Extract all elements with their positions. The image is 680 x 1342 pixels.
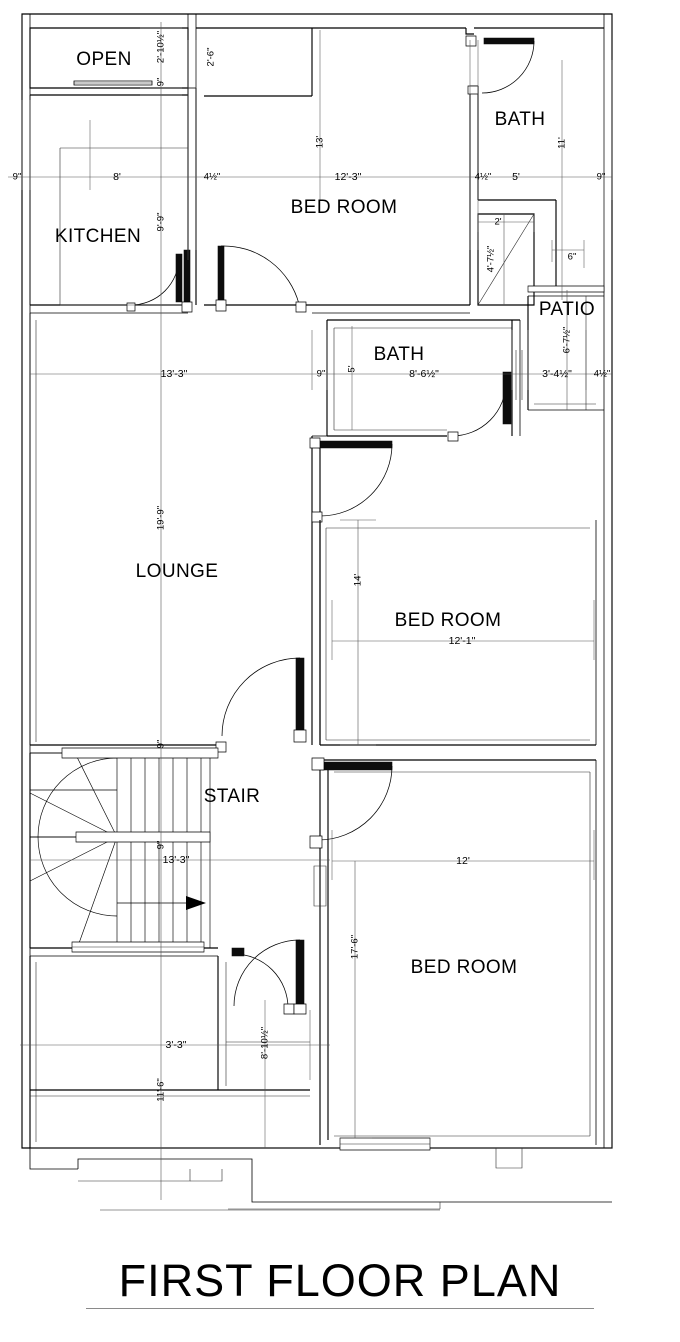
dim-bottom-133: 3'-3" bbox=[166, 1039, 187, 1051]
bedroom-3 bbox=[233, 757, 597, 1151]
dimension-texts: 2'-10½" 9" 2'-6" 9" 8' 9'-9" 12'-3" 13' … bbox=[13, 31, 611, 1102]
room-label-patio: PATIO bbox=[539, 299, 595, 320]
dim-open-height: 2'-10½" bbox=[156, 31, 167, 63]
dim-bedroom2-depth: 14' bbox=[353, 574, 364, 587]
dim-top-26: 2'-6" bbox=[206, 48, 217, 67]
dim-patio-width: 3'-4½" bbox=[542, 368, 572, 380]
dim-bedroom3-depth: 17'-6" bbox=[350, 935, 361, 959]
dim-niche-width: 2' bbox=[494, 217, 501, 228]
dim-patio-wall: 4½" bbox=[594, 369, 611, 380]
title-underline bbox=[86, 1307, 594, 1309]
room-label-kitchen: KITCHEN bbox=[55, 226, 141, 247]
room-label-lounge: LOUNGE bbox=[136, 561, 219, 582]
dim-bath1-width: 5' bbox=[512, 171, 520, 183]
stair-assembly bbox=[29, 747, 219, 957]
room-label-bedroom2: BED ROOM bbox=[395, 610, 502, 631]
bath-2 bbox=[326, 319, 523, 442]
room-label-bedroom3: BED ROOM bbox=[411, 957, 518, 978]
dim-lounge-width: 13'-3" bbox=[161, 368, 188, 380]
dim-bedroom3-width: 12' bbox=[456, 855, 470, 867]
bedroom-1 bbox=[181, 28, 470, 314]
dim-wall-45-left: 4½" bbox=[204, 172, 221, 183]
lower-left-room bbox=[29, 947, 310, 1148]
top-right-bath bbox=[196, 27, 604, 306]
dim-stair-wall-mid: 9" bbox=[156, 841, 167, 850]
dim-left-wall: 9" bbox=[13, 172, 22, 183]
kitchen-room bbox=[29, 94, 188, 314]
exterior-walls bbox=[21, 13, 613, 1211]
dim-stair-wall-top: 9" bbox=[156, 740, 167, 749]
dim-stair-width: 13'-3" bbox=[163, 854, 190, 866]
dim-bath2-wall: 9" bbox=[317, 369, 326, 380]
dim-niche-diag: 4'-7½" bbox=[486, 246, 497, 273]
dim-bedroom1-width: 12'-3" bbox=[335, 171, 362, 183]
dimension-lines bbox=[8, 22, 613, 1200]
dim-patio-6in: 6" bbox=[568, 252, 577, 263]
room-label-bedroom1: BED ROOM bbox=[291, 197, 398, 218]
dim-bath2-width: 8'-6½" bbox=[409, 368, 439, 380]
dim-bedroom1-depth: 13' bbox=[315, 136, 326, 149]
dim-bottom-8105: 8'-10½" bbox=[260, 1027, 271, 1059]
dim-wall-45-right: 4½" bbox=[475, 172, 492, 183]
room-label-bath2: BATH bbox=[374, 344, 425, 365]
drawing-title-block: FIRST FLOOR PLAN bbox=[0, 1258, 680, 1309]
room-label-open: OPEN bbox=[76, 49, 131, 70]
dim-open-wall: 9" bbox=[156, 78, 167, 87]
dim-patio-depth: 6'-7½" bbox=[562, 327, 573, 354]
room-label-stair: STAIR bbox=[204, 786, 261, 807]
dim-kitchen-width: 8' bbox=[113, 171, 121, 183]
bedroom-2 bbox=[319, 520, 597, 746]
dim-bedroom2-width: 12'-1" bbox=[449, 635, 476, 647]
dim-bath2-5ft: 5' bbox=[347, 365, 358, 372]
dim-lounge-depth: 19'-9" bbox=[156, 506, 167, 530]
dim-kitchen-depth: 9'-9" bbox=[156, 213, 167, 232]
dim-right-wall: 9" bbox=[597, 172, 606, 183]
drawing-title: FIRST FLOOR PLAN bbox=[118, 1255, 562, 1306]
room-label-bath1: BATH bbox=[495, 109, 546, 130]
room-labels: OPEN KITCHEN BED ROOM BATH BATH PATIO LO… bbox=[55, 49, 595, 978]
dim-bath1-depth: 11' bbox=[557, 137, 568, 149]
dim-bottom-116: 11'-6" bbox=[156, 1078, 167, 1102]
lounge-room bbox=[29, 313, 393, 754]
